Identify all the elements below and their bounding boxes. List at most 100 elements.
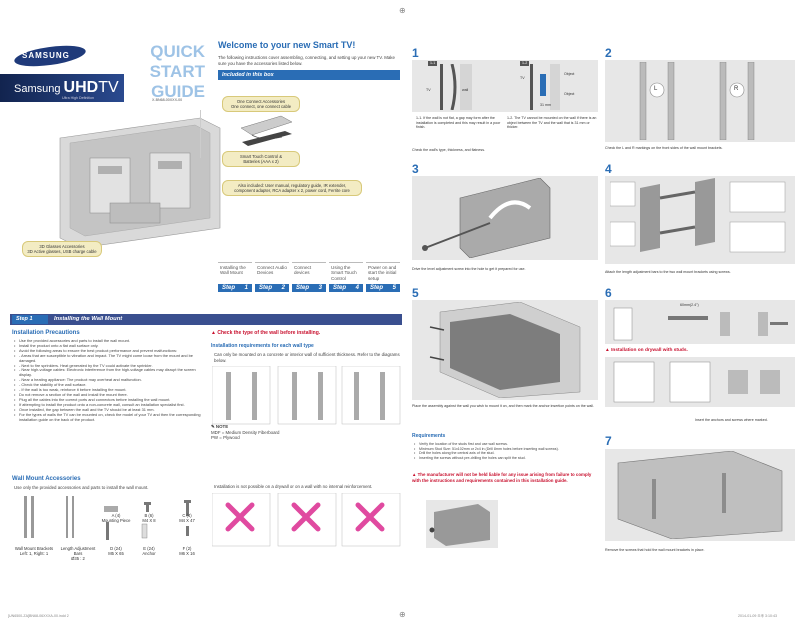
panel6-caption: Insert the anchors and screws where mark… [695,418,768,422]
note-label: ✎ NOTE [211,424,291,430]
panel3-caption: Drive the level adjustment screw into th… [412,267,526,271]
warning-icon: ▲ [211,330,216,336]
precautions-title: Installation Precautions [12,330,80,336]
panel7-remove-screws-illustration [617,451,783,539]
req-item: Verify the location of the studs first a… [414,442,600,447]
panel5-caption: Place the assembly against the wall you … [412,404,594,408]
panel4-number: 4 [605,162,612,176]
step-tab-1[interactable]: Step 1 [218,284,252,292]
precaution-item: Install the product onto a flat wall sur… [14,343,204,349]
note-mdf: MDF = Medium Density Fiberboard [211,429,280,435]
wall-req-item: Can only be mounted on a concrete or int… [214,352,400,363]
panel4-bars-illustration [610,178,786,253]
panel1-gap-illustration [440,64,560,110]
part-detail: Mounting Piece [101,518,131,523]
panel1-number: 1 [412,46,419,60]
step-tab-5[interactable]: Step 5 [366,284,400,292]
part-detail: Left: 1, Right: 1 [19,551,49,556]
step-tab-num: 4 [355,285,359,291]
req-item: Minimum Stud Size: 51x102mm or 2x4 in (D… [414,447,600,452]
panel1-wall-label: wall [462,88,469,92]
req-item: Drill the holes along the central axis o… [414,451,600,456]
panel5-wall-mark-illustration [429,302,581,398]
part-length-bars: Length Adjustment Bars Ø35 : 2 [56,546,100,561]
panel5-req-list: Verify the location of the studs first a… [414,442,600,460]
panel4-caption: Attach the length adjustment bars to the… [605,270,731,274]
step-tab-4[interactable]: Step 4 [329,284,363,292]
drywall-not-possible-diagrams [212,493,401,547]
part-detail: M4 X 47 [179,518,195,523]
part-name: E (24) [143,546,155,551]
registration-mark-bottom: ⊕ [399,610,406,619]
precaution-item: Use the provided accessories and parts t… [14,338,204,344]
step1-bar [10,314,402,325]
tv-back-illustration [59,117,221,249]
part-name: Wall Mount Brackets [14,546,54,551]
step-tab-label: Step [222,285,236,291]
brand-prefix: Samsung [14,83,61,95]
precaution-item: - If the wall is too weak, reinforce it … [14,387,204,393]
part-name: F (2) [182,546,192,551]
step-text-2: Connect Audio Devices [255,262,289,278]
panel1-tag-a: 1-1 [428,61,438,66]
panel1-tv-label-b: TV [520,76,525,80]
part-detail: Anchor [142,551,156,556]
precaution-item: - Near high-voltage cables: Electronic i… [14,368,204,378]
quick-start-title: QUICK START GUIDE [95,42,205,102]
part-name: D (24) [110,546,122,551]
part-wall-mount-brackets: Wall Mount Brackets Left: 1, Right: 1 [14,546,54,556]
accessories-title: Wall Mount Accessories [12,476,81,482]
welcome-title: Welcome to your new Smart TV! [218,40,356,50]
note-label-text: NOTE [215,424,229,429]
precaution-item: For the types of walls the TV can be mou… [14,412,204,423]
panel2-left-marker: L [654,86,658,92]
panel1-tag-b: 1-2 [520,61,530,66]
brand-uhd: UHD [63,79,99,96]
step1-bar-label: Step 1 [12,315,48,324]
panel5-warning-text: The manufacturer will not be held liable… [412,472,592,483]
step-text-1: Installing the Wall Mount [218,262,252,278]
warning-icon: ▲ [412,472,417,477]
brand-tagline: Ultra High Definition [62,96,94,100]
note-pw: PW = Plywood [211,435,240,441]
step-tab-2[interactable]: Step 2 [255,284,289,292]
wall-type-warning-text: Check the type of the wall before instal… [217,330,321,336]
brand-band [0,74,124,102]
warning-icon: ▲ [605,348,610,353]
panel5-req-title: Requirements [412,433,446,439]
quick-start-line2: GUIDE [151,82,205,101]
step-text-5: Power on and start the initial setup [366,262,400,283]
part-detail: M5 X 65 [108,551,124,556]
panel1-gap-label: 31 mm [540,103,551,107]
wall-type-warning: ▲ Check the type of the wall before inst… [211,330,320,336]
precaution-item: - Areas that are susceptible to vibratio… [14,353,204,364]
accessories-subtitle: Use only the provided accessories and pa… [14,485,149,490]
part-name: C (4) [182,513,192,518]
brand-tv: TV [98,79,119,96]
part-detail: M6 X 16 [179,551,195,556]
step-tab-3[interactable]: Step 3 [292,284,326,292]
precaution-item: - Near a heating appliance: The product … [14,377,204,383]
callout-3d-glasses: 3D Glasses Accessories 3D Active glasses… [22,241,102,257]
not-possible-item: Installation is not possible on a drywal… [214,484,373,489]
part-name: A (4) [111,513,121,518]
panel5-stud-illustration [429,504,490,546]
panel2-right-marker: R [734,86,739,92]
registration-mark-top: ⊕ [399,6,406,15]
step-tab-label: Step [296,285,310,291]
panel5-number: 5 [412,286,419,300]
remote-illustration [242,131,292,146]
panel6-drywall-illustration [613,361,780,403]
panel7-number: 7 [605,434,612,448]
panel1-note-b: 1-2. The TV cannot be mounted on the wal… [507,116,597,130]
panel1-object-1: Object [564,72,575,76]
step-tab-label: Step [333,285,347,291]
step-tab-label: Step [370,285,384,291]
callout-also-included: Also included: User manual, regulatory g… [222,180,362,196]
step1-bar-title: Installing the Wall Mount [54,316,123,322]
step-tab-num: 1 [244,285,248,291]
step-text-3: Connect devices [292,262,326,278]
brand-name: Samsung UHDTV [14,79,119,97]
step-text-4: Using the Smart Touch Control [329,262,363,283]
wall-type-diagrams [212,366,401,425]
